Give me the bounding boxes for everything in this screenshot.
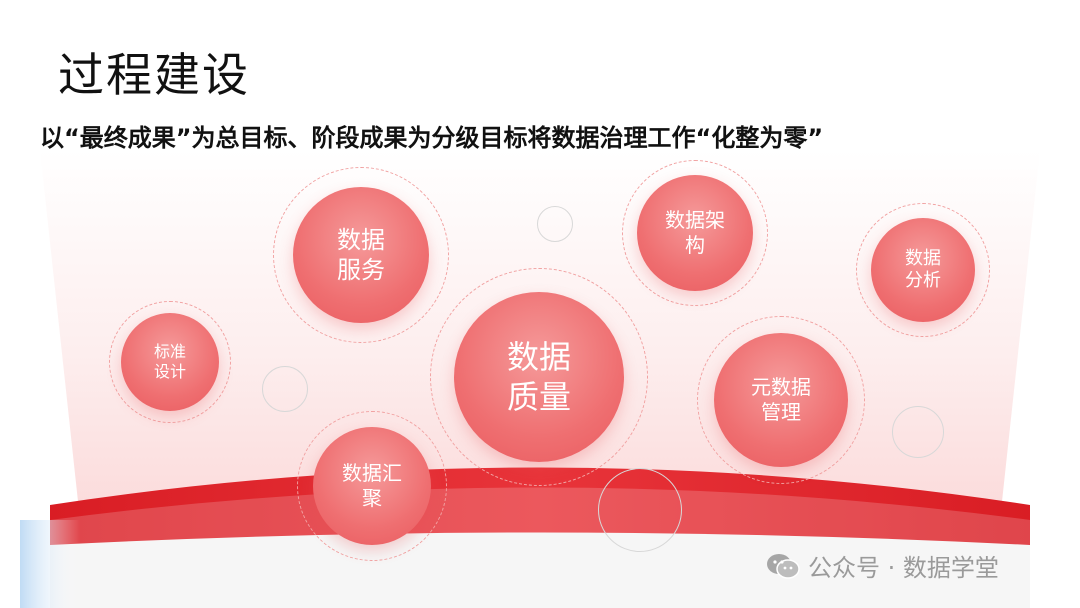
- node-architecture-label: 数据架 构: [665, 208, 725, 257]
- node-services: 数据 服务: [293, 187, 429, 323]
- node-aggregation: 数据汇 聚: [313, 427, 431, 545]
- watermark: 公众号 · 数据学堂: [766, 548, 999, 583]
- node-ring-analysis: [856, 203, 990, 337]
- page-subtitle: 以“最终成果”为总目标、阶段成果为分级目标将数据治理工作“化整为零”: [40, 124, 824, 152]
- decor-ring: [892, 406, 944, 458]
- node-center-label: 数据 质量: [506, 338, 571, 416]
- node-standards: 标准 设计: [121, 313, 219, 411]
- wechat-icon: [767, 553, 800, 579]
- node-ring-services: [273, 167, 449, 343]
- node-center: 数据 质量: [454, 292, 624, 462]
- watermark-text: 公众号 · 数据学堂: [808, 554, 999, 582]
- decor-ring: [262, 366, 308, 412]
- node-ring-center: [430, 268, 648, 486]
- node-ring-standards: [109, 301, 231, 423]
- node-ring-architecture: [622, 160, 768, 306]
- node-standards-label: 标准 设计: [153, 342, 186, 381]
- decor-ring: [598, 468, 682, 552]
- node-architecture: 数据架 构: [637, 175, 753, 291]
- page-title: 过程建设: [58, 48, 250, 102]
- node-ring-metadata: [697, 316, 865, 484]
- node-metadata-label: 元数据 管理: [751, 375, 811, 424]
- node-services-label: 数据 服务: [337, 226, 385, 284]
- node-aggregation-label: 数据汇 聚: [342, 461, 402, 510]
- node-analysis: 数据 分析: [871, 218, 975, 322]
- node-metadata: 元数据 管理: [714, 333, 848, 467]
- node-analysis-label: 数据 分析: [905, 247, 941, 292]
- node-ring-aggregation: [297, 411, 447, 561]
- decor-ring: [537, 206, 573, 242]
